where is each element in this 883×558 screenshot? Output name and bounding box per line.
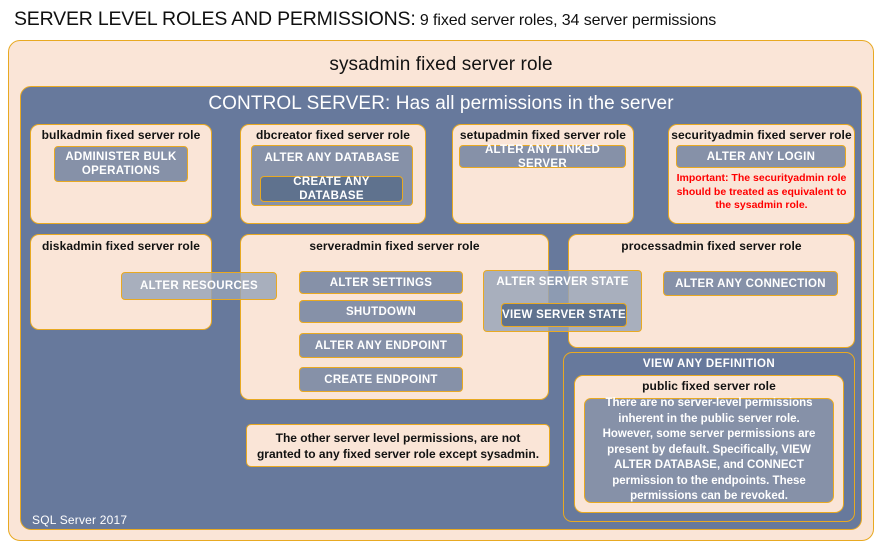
permission-view-any-definition[interactable]: VIEW ANY DEFINITION (642, 358, 776, 370)
sysadmin-role-title: sysadmin fixed server role (329, 54, 553, 75)
role-title-dbcreator: dbcreator fixed server role (255, 128, 411, 142)
permission-alter-settings[interactable]: ALTER SETTINGS (299, 271, 463, 294)
role-box-setupadmin (452, 124, 634, 224)
page-title-main: SERVER LEVEL ROLES AND PERMISSIONS: (14, 8, 416, 30)
permission-administer-bulk-operations[interactable]: ADMINISTER BULK OPERATIONS (54, 146, 188, 182)
permission-shutdown[interactable]: SHUTDOWN (299, 300, 463, 323)
permission-alter-any-endpoint[interactable]: ALTER ANY ENDPOINT (299, 333, 463, 358)
footer-label: SQL Server 2017 (32, 513, 128, 527)
role-title-diskadmin: diskadmin fixed server role (41, 239, 201, 253)
control-server-banner: CONTROL SERVER: Has all permissions in t… (208, 93, 674, 114)
role-title-setupadmin: setupadmin fixed server role (459, 128, 627, 142)
role-title-bulkadmin: bulkadmin fixed server role (41, 128, 201, 142)
permission-alter-any-linked-server[interactable]: ALTER ANY LINKED SERVER (459, 144, 626, 170)
permission-alter-any-login[interactable]: ALTER ANY LOGIN (676, 145, 846, 168)
permission-alter-any-connection[interactable]: ALTER ANY CONNECTION (663, 271, 838, 296)
other-permissions-note: The other server level permissions, are … (246, 424, 550, 467)
page-title-sub: 9 fixed server roles, 34 server permissi… (415, 12, 717, 29)
public-role-note: There are no server-level permissions in… (584, 397, 834, 503)
permission-create-any-database[interactable]: CREATE ANY DATABASE (260, 176, 403, 202)
role-title-securityadmin: securityadmin fixed server role (671, 128, 852, 142)
role-title-serveradmin: serveradmin fixed server role (309, 239, 480, 253)
permission-alter-resources[interactable]: ALTER RESOURCES (121, 272, 277, 300)
permission-view-server-state[interactable]: VIEW SERVER STATE (501, 303, 627, 327)
role-box-securityadmin (668, 124, 855, 224)
role-title-public: public fixed server role (642, 379, 776, 393)
securityadmin-warning-text: Important: The securityadmin role should… (676, 172, 847, 211)
role-title-processadmin: processadmin fixed server role (621, 239, 802, 253)
permission-create-endpoint[interactable]: CREATE ENDPOINT (299, 367, 463, 392)
page-title: SERVER LEVEL ROLES AND PERMISSIONS: 9 fi… (14, 8, 874, 34)
